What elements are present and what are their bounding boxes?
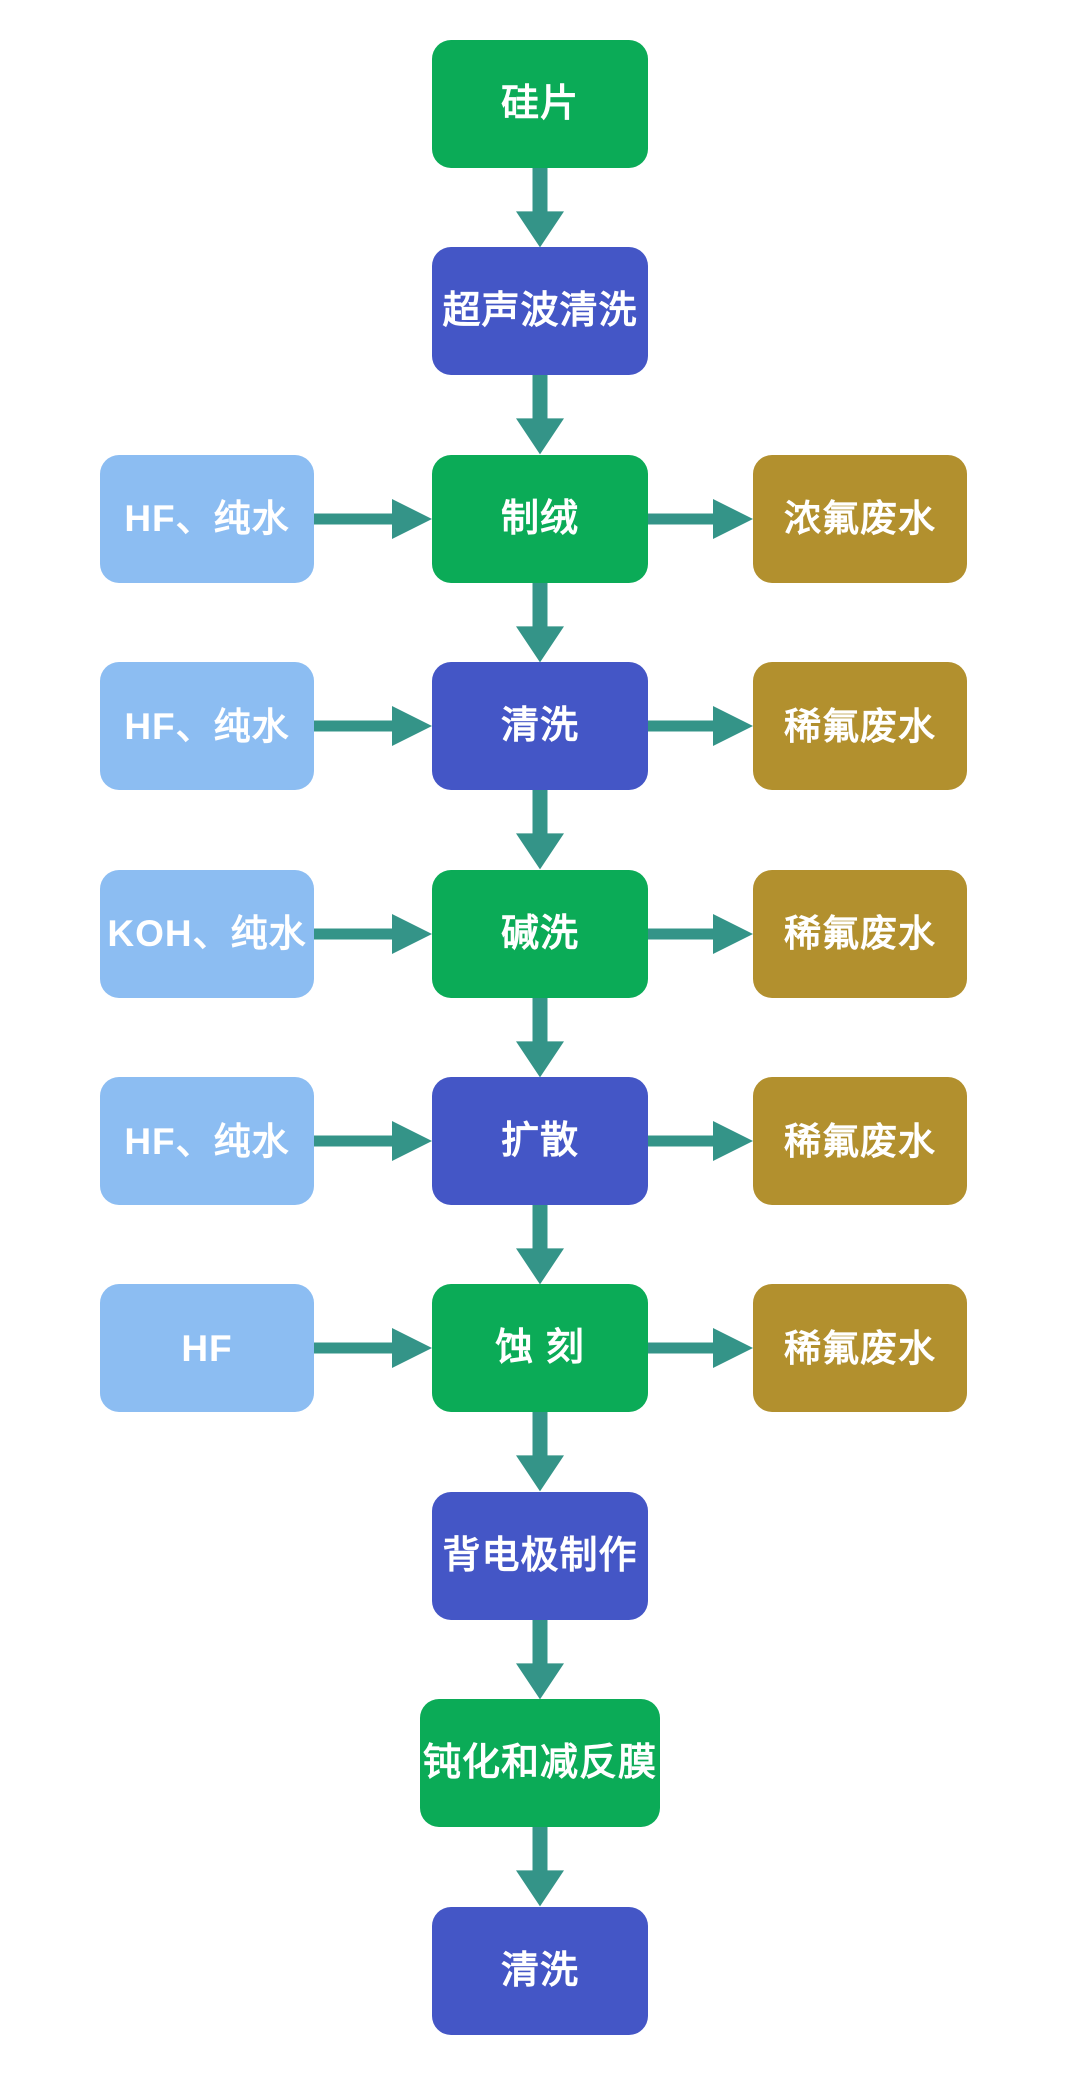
output-arrow-cleaning — [648, 706, 753, 747]
process-step-silicon-wafer: 硅片 — [432, 40, 648, 168]
input-texturing: HF、纯水 — [100, 454, 314, 583]
input-alkaline-wash-label: KOH、纯水 — [107, 913, 307, 955]
input-etching: HF — [100, 1284, 314, 1413]
output-arrow-alkaline-wash — [648, 913, 753, 954]
process-step-cleaning-label: 清洗 — [500, 705, 579, 748]
input-arrow-diffusion — [314, 1121, 432, 1161]
process-step-final-cleaning: 清洗 — [432, 1906, 648, 2035]
process-step-back-electrode-fabrication-label: 背电极制作 — [442, 1534, 638, 1577]
output-arrow-diffusion — [648, 1121, 753, 1161]
input-arrow-cleaning — [314, 706, 432, 747]
flow-arrow-alkaline-wash-down — [516, 997, 564, 1077]
flow-arrow-cleaning-down — [516, 790, 564, 870]
input-diffusion-label: HF、纯水 — [124, 1120, 290, 1162]
output-diffusion-label: 稀氟废水 — [784, 1120, 936, 1162]
output-etching-label: 稀氟废水 — [784, 1327, 936, 1369]
output-etching: 稀氟废水 — [753, 1284, 967, 1413]
process-step-passivation-and-ar-coating: 钝化和减反膜 — [420, 1699, 660, 1828]
output-texturing: 浓氟废水 — [753, 454, 967, 583]
process-step-passivation-and-ar-coating-label: 钝化和减反膜 — [422, 1742, 657, 1785]
flow-arrow-back-electrode-fabrication-down — [516, 1619, 564, 1700]
output-texturing-label: 浓氟废水 — [784, 498, 936, 540]
input-texturing-label: HF、纯水 — [124, 498, 290, 540]
process-step-etching: 蚀 刻 — [432, 1284, 648, 1413]
input-cleaning: HF、纯水 — [100, 662, 314, 791]
input-arrow-alkaline-wash — [314, 913, 432, 954]
output-cleaning-label: 稀氟废水 — [784, 705, 936, 747]
input-arrow-texturing — [314, 498, 432, 539]
process-step-cleaning: 清洗 — [432, 662, 648, 791]
flow-arrow-etching-down — [516, 1412, 564, 1492]
input-diffusion: HF、纯水 — [100, 1077, 314, 1205]
flow-arrow-passivation-and-ar-coating-down — [516, 1827, 564, 1907]
output-arrow-texturing — [648, 498, 753, 539]
process-step-back-electrode-fabrication: 背电极制作 — [432, 1491, 648, 1620]
flow-arrow-texturing-down — [516, 582, 564, 663]
process-step-texturing: 制绒 — [432, 454, 648, 583]
output-diffusion: 稀氟废水 — [753, 1077, 967, 1205]
input-alkaline-wash: KOH、纯水 — [100, 869, 314, 998]
process-step-ultrasonic-cleaning: 超声波清洗 — [432, 247, 648, 376]
process-step-final-cleaning-label: 清洗 — [500, 1949, 579, 1992]
flow-arrow-silicon-wafer-down — [516, 168, 564, 248]
input-etching-label: HF — [181, 1327, 233, 1369]
flow-arrow-diffusion-down — [516, 1205, 564, 1285]
process-step-diffusion-label: 扩散 — [500, 1120, 579, 1162]
input-cleaning-label: HF、纯水 — [124, 705, 290, 747]
output-arrow-etching — [648, 1328, 753, 1369]
process-step-ultrasonic-cleaning-label: 超声波清洗 — [442, 290, 638, 333]
input-arrow-etching — [314, 1328, 432, 1369]
output-alkaline-wash-label: 稀氟废水 — [784, 913, 936, 955]
process-step-diffusion: 扩散 — [432, 1077, 648, 1205]
process-step-etching-label: 蚀 刻 — [495, 1327, 585, 1370]
output-cleaning: 稀氟废水 — [753, 662, 967, 791]
output-alkaline-wash: 稀氟废水 — [753, 869, 967, 998]
flow-arrow-ultrasonic-cleaning-down — [516, 375, 564, 455]
process-step-silicon-wafer-label: 硅片 — [500, 83, 579, 125]
process-step-alkaline-wash: 碱洗 — [432, 869, 648, 998]
process-step-texturing-label: 制绒 — [500, 497, 579, 540]
process-step-alkaline-wash-label: 碱洗 — [500, 912, 579, 955]
